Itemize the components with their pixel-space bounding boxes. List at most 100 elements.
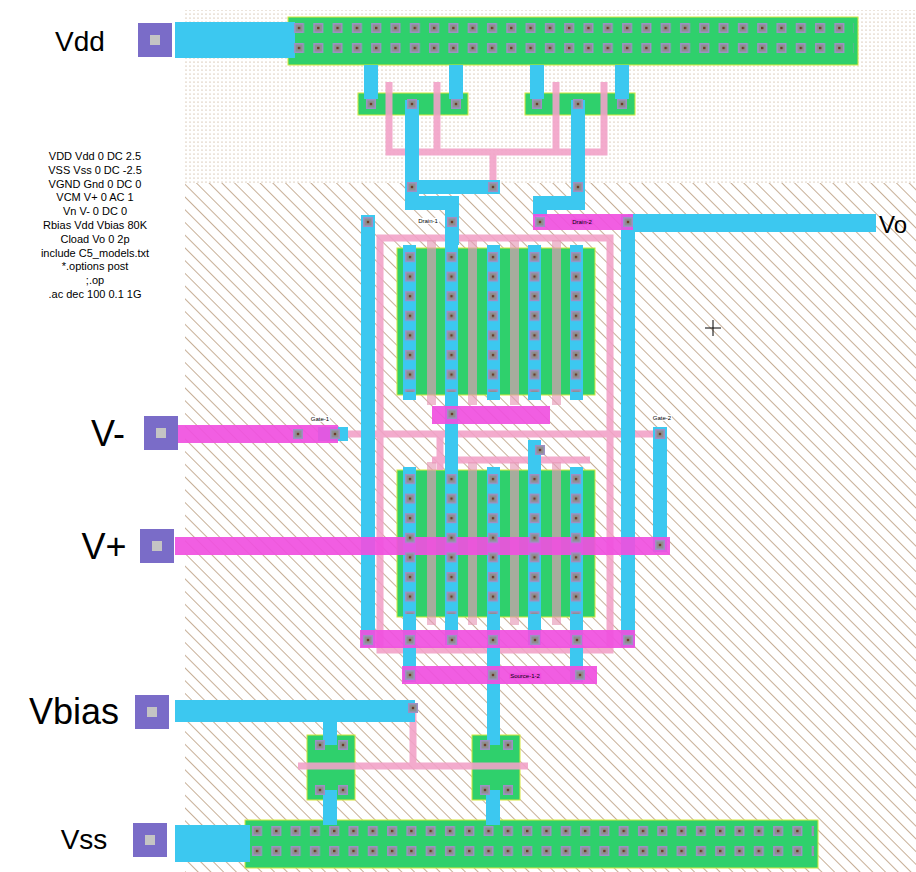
poly-gate [298,82,665,766]
contact-cut [407,99,417,109]
substrate-ground [185,10,916,183]
cursor-cross [705,320,721,336]
metal1-bend [412,187,452,216]
terminal-label: Gate-1 [310,416,330,422]
metal1-wire [653,427,667,552]
contact-cut [573,182,583,192]
metal1-wire [364,65,378,99]
netlist-line: VDD Vdd 0 DC 2.5 [49,151,141,163]
pin-square [156,428,166,438]
contact-cut [480,740,490,750]
netlist-line: .ac dec 100 0.1 1G [49,289,142,301]
contact-cut [366,99,376,109]
metal1-wire [445,215,459,245]
pin-square [133,823,167,857]
metal1-wire [323,720,337,745]
metal1-wire [405,180,500,194]
metal1-wire [175,700,415,722]
pin-square [145,835,155,845]
pin-label: Vbias [29,693,119,731]
cursor-cross [713,320,714,336]
contact-array [250,824,814,866]
metal1-wire [449,65,463,99]
contact-cut [535,217,545,227]
contact-cut [315,740,325,750]
terminal-label: Drain-2 [571,219,593,225]
contact-cut [363,217,373,227]
metal2-wire [402,666,597,684]
contact-cut [363,635,373,645]
contact-cut [447,409,457,419]
metal1-wire [571,100,585,190]
contact-cut [617,99,627,109]
contact-cut [503,785,513,795]
pin-square [140,529,174,563]
pin-square [133,23,178,857]
contact-cut [573,99,583,109]
contact-array [250,21,854,866]
metal2-wire [175,214,670,684]
active-area [288,17,858,65]
metal2-wire [360,630,635,648]
contact-cut [447,217,457,227]
contact-cut [575,670,585,680]
pin-square [144,416,178,450]
poly-gate [434,82,441,152]
contact-array [405,474,585,614]
contact-cut [572,635,582,645]
netlist-line: include C5_models.txt [41,248,149,260]
contact-cut [338,740,348,750]
contact-cut [315,785,325,795]
pin-square [138,23,172,57]
active-area [397,470,595,617]
contact-array [292,21,854,63]
contact-cut [532,99,542,109]
metal1-wire [530,65,544,99]
contact-cut [488,182,498,192]
contact-cut [408,703,418,713]
netlist-line: ;.op [86,275,104,287]
pin-square [147,707,157,717]
contact-cut [293,99,665,795]
contact-cut [447,635,457,645]
metal1-wire [175,22,295,58]
metal1-wire [361,215,375,647]
poly-gate [437,434,444,470]
metal1-wire [405,100,419,190]
pin-square [152,541,162,551]
poly-gate [298,763,528,770]
metal1-wire [175,825,250,862]
poly-gate [380,238,610,650]
contact-cut [405,670,415,680]
contact-cut [623,217,633,227]
metal2-wire [432,406,550,424]
pin-label: Vo [879,212,907,237]
contact-cut [488,635,498,645]
terminal-label: Drain-1 [417,218,439,224]
metal1-wire [486,790,500,825]
pin-square [135,695,169,729]
pin-label: V- [91,415,125,453]
metal2-wire [533,214,633,230]
terminal-label: Gate-2 [652,415,672,421]
contact-cut [405,635,415,645]
contact-cut [655,540,665,550]
pin-label: Vdd [55,27,105,56]
netlist-line: VGND Gnd 0 DC 0 [49,179,142,191]
metal1-wire [175,22,876,862]
contact-cut [330,429,340,439]
contact-cut [480,785,490,795]
contact-cut [530,635,540,645]
metal1-wire [628,214,876,232]
active-area [245,820,818,868]
netlist-line: *.options post [62,262,129,274]
contact-array [405,252,585,392]
metal1-bend [540,187,578,216]
contact-cut [338,785,348,795]
substrate-ground [185,183,916,872]
netlist-line: VSS Vss 0 DC -2.5 [48,165,142,177]
terminal-label: Source-1-2 [509,673,541,679]
contact-cut [503,740,513,750]
metal1-wire [615,65,629,99]
